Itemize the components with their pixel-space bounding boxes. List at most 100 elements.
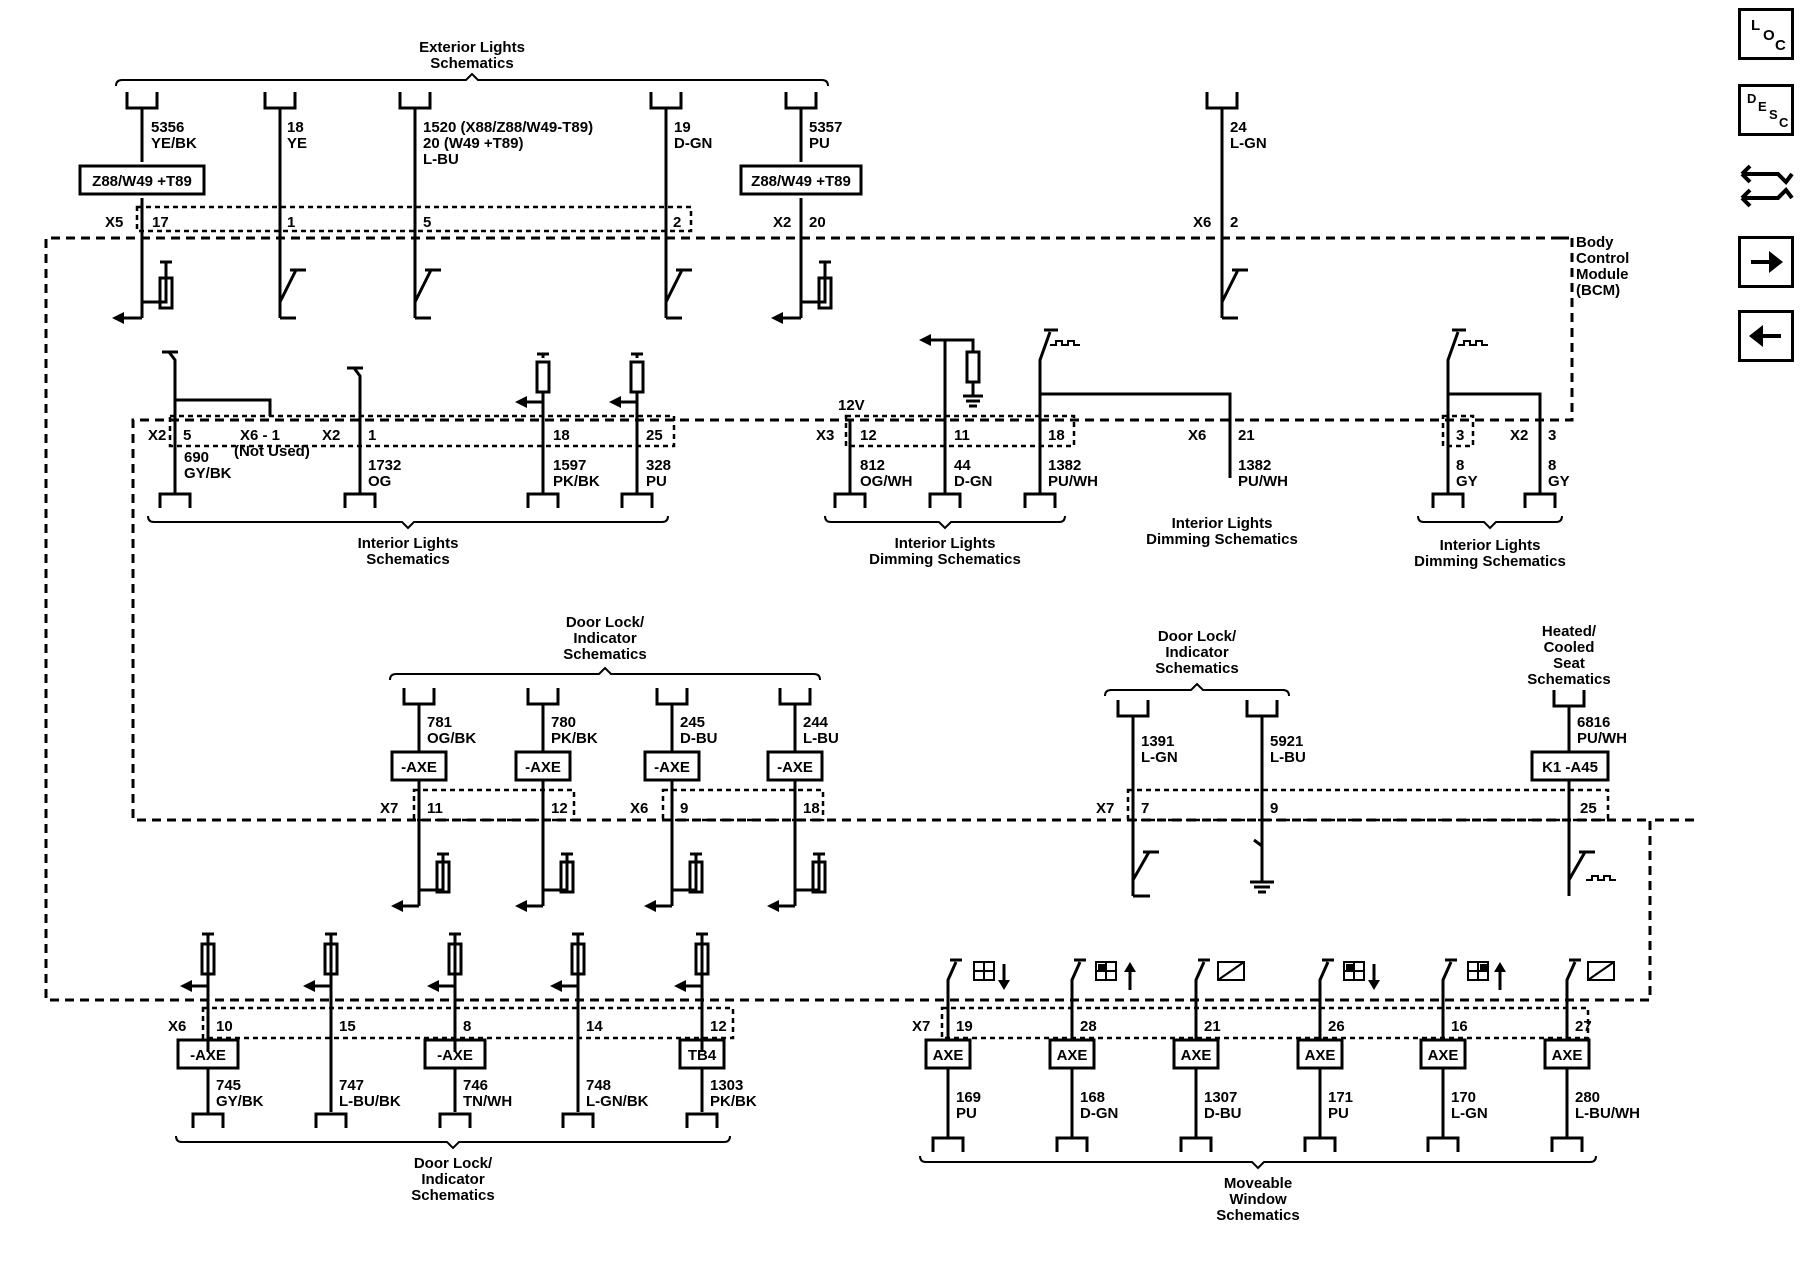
svg-text:-AXE: -AXE xyxy=(777,759,813,776)
bottom-door-lock-boxes: -AXE -AXE TB4 xyxy=(176,1038,726,1070)
svg-text:Exterior Lights: Exterior Lights xyxy=(419,39,525,56)
svg-text:Body: Body xyxy=(1576,234,1614,251)
ext-lights-left-brace xyxy=(115,72,829,87)
svg-text:Schematics: Schematics xyxy=(366,551,449,568)
svg-text:Cooled: Cooled xyxy=(1544,639,1595,656)
svg-text:780: 780 xyxy=(551,714,576,731)
desc-letter-c: C xyxy=(1779,115,1789,130)
svg-text:812: 812 xyxy=(860,457,885,474)
dim-3-label: Interior Lights Dimming Schematics xyxy=(1414,537,1566,570)
svg-text:244: 244 xyxy=(803,714,829,731)
svg-text:5: 5 xyxy=(423,214,431,231)
ext-lights-left-label: Exterior Lights Schematics xyxy=(419,39,525,72)
svg-text:D-BU: D-BU xyxy=(680,730,718,747)
connector-view-button[interactable] xyxy=(1738,160,1794,212)
svg-text:-AXE: -AXE xyxy=(654,759,690,776)
top-wires xyxy=(140,120,1224,318)
svg-text:AXE: AXE xyxy=(1305,1047,1336,1064)
svg-text:Schematics: Schematics xyxy=(1527,671,1610,688)
svg-text:1382: 1382 xyxy=(1048,457,1081,474)
svg-text:Control: Control xyxy=(1576,250,1629,267)
svg-text:10: 10 xyxy=(216,1018,233,1035)
interior-pin-labels: X2 5 X6 - 1 (Not Used) X2 1 18 25 xyxy=(148,427,663,460)
svg-text:8: 8 xyxy=(463,1018,471,1035)
svg-text:18: 18 xyxy=(287,119,304,136)
svg-text:PK/BK: PK/BK xyxy=(710,1093,757,1110)
svg-text:328: 328 xyxy=(646,457,671,474)
svg-text:Heated/: Heated/ xyxy=(1542,623,1597,640)
svg-text:8: 8 xyxy=(1456,457,1464,474)
svg-text:Schematics: Schematics xyxy=(1155,660,1238,677)
door-lock-mid-label: Door Lock/ Indicator Schematics xyxy=(563,614,646,663)
svg-text:L-BU: L-BU xyxy=(1270,749,1306,766)
svg-text:9: 9 xyxy=(1270,800,1278,817)
svg-text:11: 11 xyxy=(954,427,970,444)
axe-boxes-mid: -AXE -AXE -AXE -AXE xyxy=(390,750,824,782)
svg-text:Door Lock/: Door Lock/ xyxy=(414,1155,493,1172)
svg-text:19: 19 xyxy=(956,1018,973,1035)
svg-text:D-GN: D-GN xyxy=(954,473,992,490)
x7-right-row xyxy=(1126,788,1610,822)
desc-letter-s: S xyxy=(1769,107,1778,122)
svg-text:1307: 1307 xyxy=(1204,1089,1237,1106)
svg-text:15: 15 xyxy=(339,1018,356,1035)
dimming-pin-labels: 12V X3 12 11 18 X6 21 3 X2 3 xyxy=(816,397,1556,444)
svg-text:170: 170 xyxy=(1451,1089,1476,1106)
svg-text:Indicator: Indicator xyxy=(573,630,637,647)
svg-text:Interior Lights: Interior Lights xyxy=(895,535,996,552)
dim-3-brace xyxy=(1417,515,1563,530)
svg-text:YE: YE xyxy=(287,135,307,152)
svg-text:9: 9 xyxy=(680,800,688,817)
svg-text:1391: 1391 xyxy=(1141,733,1174,750)
door-lock-right-connectors xyxy=(1116,700,1279,728)
svg-text:GY/BK: GY/BK xyxy=(184,465,232,482)
door-lock-mid-brace xyxy=(389,666,821,681)
svg-text:5356: 5356 xyxy=(151,119,184,136)
svg-text:PK/BK: PK/BK xyxy=(551,730,598,747)
svg-text:1303: 1303 xyxy=(710,1077,743,1094)
svg-text:6816: 6816 xyxy=(1577,714,1610,731)
svg-text:X6 - 1: X6 - 1 xyxy=(240,427,280,444)
svg-text:Dimming Schematics: Dimming Schematics xyxy=(1146,531,1298,548)
svg-text:Schematics: Schematics xyxy=(1216,1207,1299,1224)
location-button[interactable]: L O C xyxy=(1738,8,1794,60)
svg-text:11: 11 xyxy=(427,800,443,817)
svg-text:X6: X6 xyxy=(1193,214,1211,231)
svg-text:781: 781 xyxy=(427,714,452,731)
svg-text:747: 747 xyxy=(339,1077,364,1094)
svg-text:17: 17 xyxy=(152,214,169,231)
window-brace xyxy=(919,1155,1597,1170)
x2-int-row xyxy=(168,414,676,448)
svg-text:PU/WH: PU/WH xyxy=(1238,473,1288,490)
svg-text:YE/BK: YE/BK xyxy=(151,135,197,152)
next-page-button[interactable] xyxy=(1738,236,1794,288)
svg-text:D-GN: D-GN xyxy=(674,135,712,152)
svg-text:PU: PU xyxy=(646,473,667,490)
svg-text:L-BU: L-BU xyxy=(423,151,459,168)
svg-text:745: 745 xyxy=(216,1077,241,1094)
window-label: Moveable Window Schematics xyxy=(1216,1175,1299,1224)
bottom-door-lock-wires xyxy=(206,1068,704,1112)
svg-text:Window: Window xyxy=(1229,1191,1287,1208)
svg-text:Schematics: Schematics xyxy=(563,646,646,663)
x3-dim-row xyxy=(844,414,1076,448)
svg-text:Seat: Seat xyxy=(1553,655,1585,672)
svg-text:L-BU/BK: L-BU/BK xyxy=(339,1093,401,1110)
svg-text:(BCM): (BCM) xyxy=(1576,282,1620,299)
previous-page-button[interactable] xyxy=(1738,310,1794,362)
svg-text:-AXE: -AXE xyxy=(190,1047,226,1064)
svg-text:24: 24 xyxy=(1230,119,1247,136)
svg-text:25: 25 xyxy=(646,427,663,444)
description-button[interactable]: D E S C xyxy=(1738,84,1794,136)
door-lock-right-label: Door Lock/ Indicator Schematics xyxy=(1155,628,1238,677)
svg-text:Door Lock/: Door Lock/ xyxy=(1158,628,1237,645)
svg-text:AXE: AXE xyxy=(1428,1047,1459,1064)
svg-text:Schematics: Schematics xyxy=(411,1187,494,1204)
svg-text:245: 245 xyxy=(680,714,705,731)
k1-box: K1 -A45 xyxy=(1530,750,1610,782)
svg-text:Interior Lights: Interior Lights xyxy=(358,535,459,552)
svg-text:AXE: AXE xyxy=(933,1047,964,1064)
arrow-left-icon xyxy=(1749,325,1781,347)
